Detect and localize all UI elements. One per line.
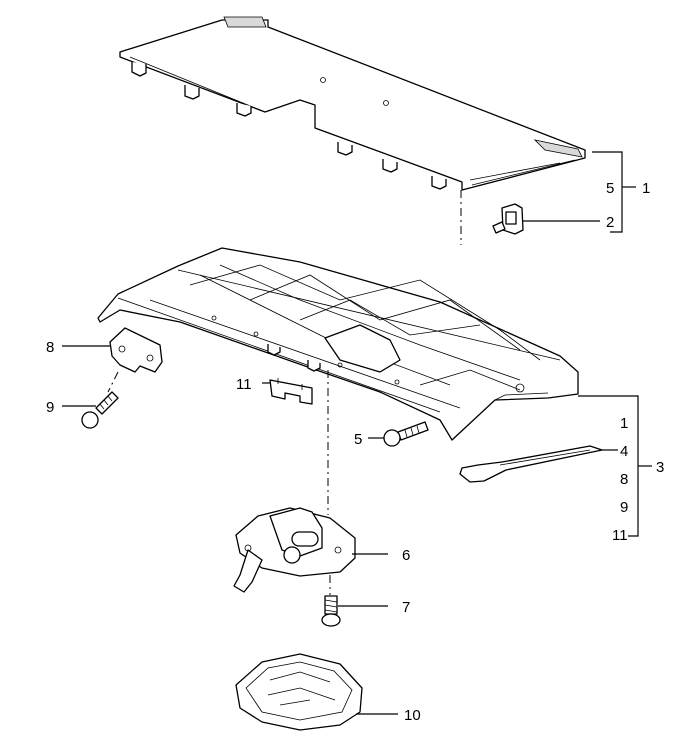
fastener-part-5 xyxy=(383,421,429,447)
trim-strip-part-4 xyxy=(459,445,603,483)
bracket-part-8 xyxy=(107,327,163,393)
parcel-shelf xyxy=(97,247,579,515)
screw-part-9 xyxy=(81,391,119,429)
callout-11-left: 11 xyxy=(236,376,252,393)
callout-5-mid: 5 xyxy=(354,431,362,448)
callout-labels: 1 5 2 8 9 11 5 3 1 4 8 9 11 6 7 10 xyxy=(46,180,664,724)
screw-part-7 xyxy=(321,595,341,627)
callout-6: 6 xyxy=(402,547,410,564)
callout-7: 7 xyxy=(402,599,410,616)
callout-4: 4 xyxy=(620,443,628,460)
headliner-panel xyxy=(119,16,586,245)
callout-9-left: 9 xyxy=(46,399,54,416)
callout-1-list: 1 xyxy=(620,415,628,432)
callout-8-left: 8 xyxy=(46,339,54,356)
callout-2: 2 xyxy=(606,214,614,231)
leader-lines xyxy=(62,151,652,715)
callout-5-top: 5 xyxy=(606,180,614,197)
callout-11-list: 11 xyxy=(612,527,628,544)
callout-9-list: 9 xyxy=(620,499,628,516)
callout-3: 3 xyxy=(656,459,664,476)
cover-part-10 xyxy=(235,653,363,731)
callout-10: 10 xyxy=(404,707,421,724)
bracket-part-11 xyxy=(269,378,313,405)
callout-1-top: 1 xyxy=(642,180,650,197)
callout-8-list: 8 xyxy=(620,471,628,488)
light-unit-part-6 xyxy=(233,507,356,595)
clip-part-2 xyxy=(492,203,524,235)
